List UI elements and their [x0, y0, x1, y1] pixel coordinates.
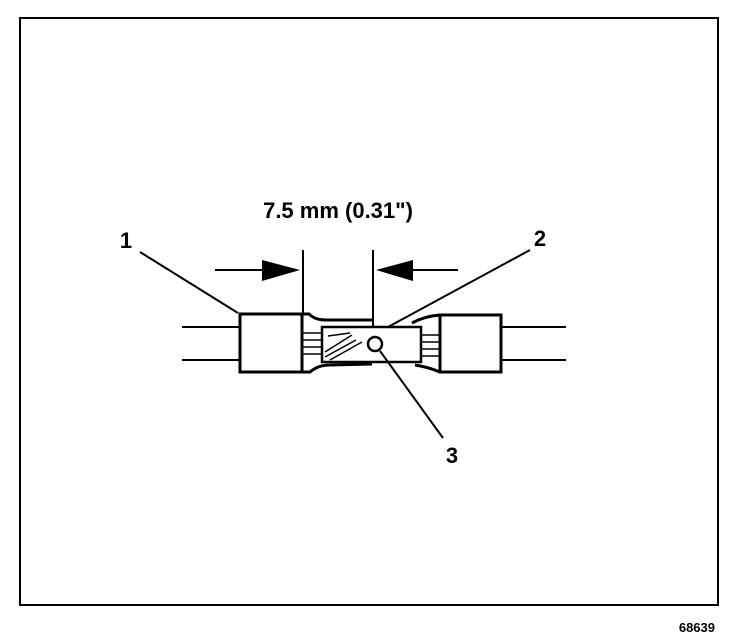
- heat-shrink-sleeve: [238, 312, 503, 374]
- dimension-lines: [215, 250, 458, 327]
- wire-strands: [302, 332, 440, 361]
- crimp-hole-icon: [366, 335, 384, 353]
- callout-3: 3: [446, 443, 458, 468]
- callout-1: 1: [120, 228, 132, 253]
- splice-barrel: [320, 325, 423, 364]
- dimension-label: 7.5 mm (0.31"): [263, 198, 413, 223]
- callout-2: 2: [534, 226, 546, 251]
- figure-frame: [19, 17, 719, 606]
- left-arrow-icon: [262, 260, 300, 281]
- right-arrow-icon: [376, 260, 413, 281]
- figure-number: 68639: [679, 620, 715, 635]
- leader-lines: [139, 249, 531, 439]
- wires: [182, 326, 566, 361]
